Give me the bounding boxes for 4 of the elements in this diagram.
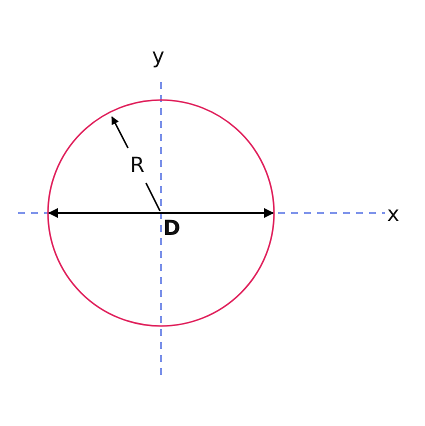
axis-label: y bbox=[152, 46, 164, 67]
axis-label: x bbox=[387, 204, 400, 225]
radius-label: R bbox=[130, 155, 145, 176]
diameter-label: D bbox=[163, 218, 180, 239]
